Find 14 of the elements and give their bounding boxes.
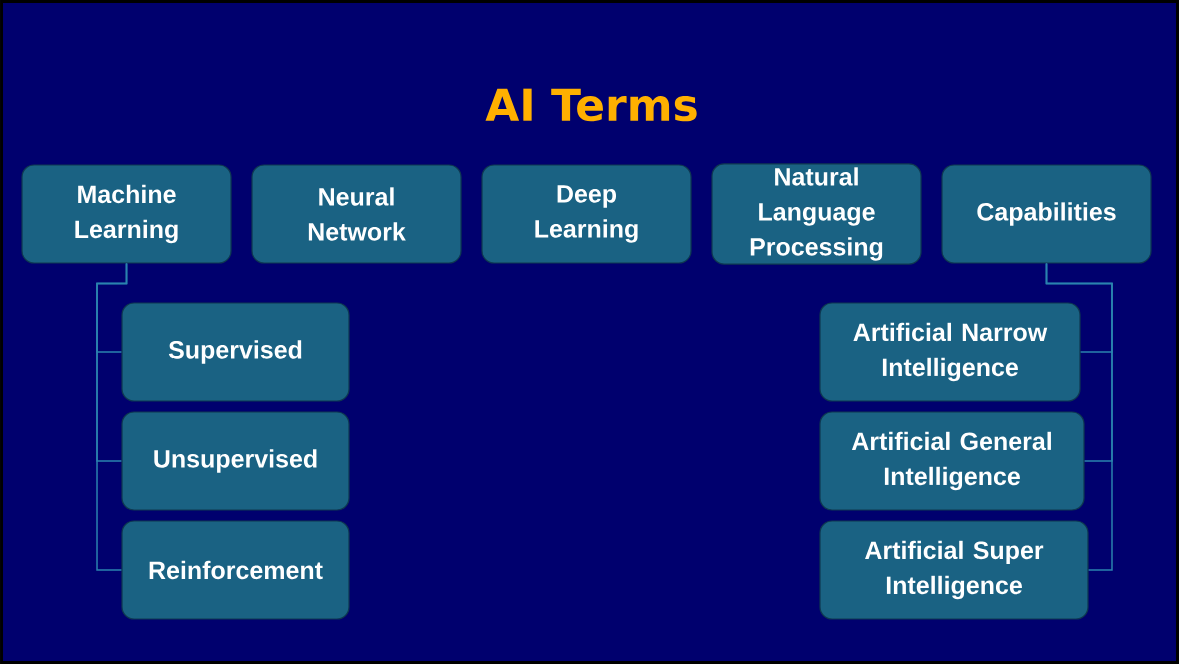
- term-box: Capabilities: [941, 164, 1152, 264]
- title: AI Terms: [485, 88, 697, 122]
- term-box: Natural Language Processing: [711, 163, 922, 265]
- term-box: Unsupervised: [121, 411, 350, 511]
- term-box: Neural Network: [251, 164, 462, 264]
- term-box: Supervised: [121, 302, 350, 402]
- term-box: Artificial General Intelligence: [819, 411, 1085, 511]
- connector-line: [1045, 262, 1113, 571]
- term-box: Reinforcement: [121, 520, 350, 620]
- term-box: Artificial Super Intelligence: [819, 520, 1089, 620]
- connector-line: [96, 262, 128, 571]
- term-box: Artificial Narrow Intelligence: [819, 302, 1081, 402]
- term-box: Machine Learning: [21, 164, 232, 264]
- term-box: Deep Learning: [481, 164, 692, 264]
